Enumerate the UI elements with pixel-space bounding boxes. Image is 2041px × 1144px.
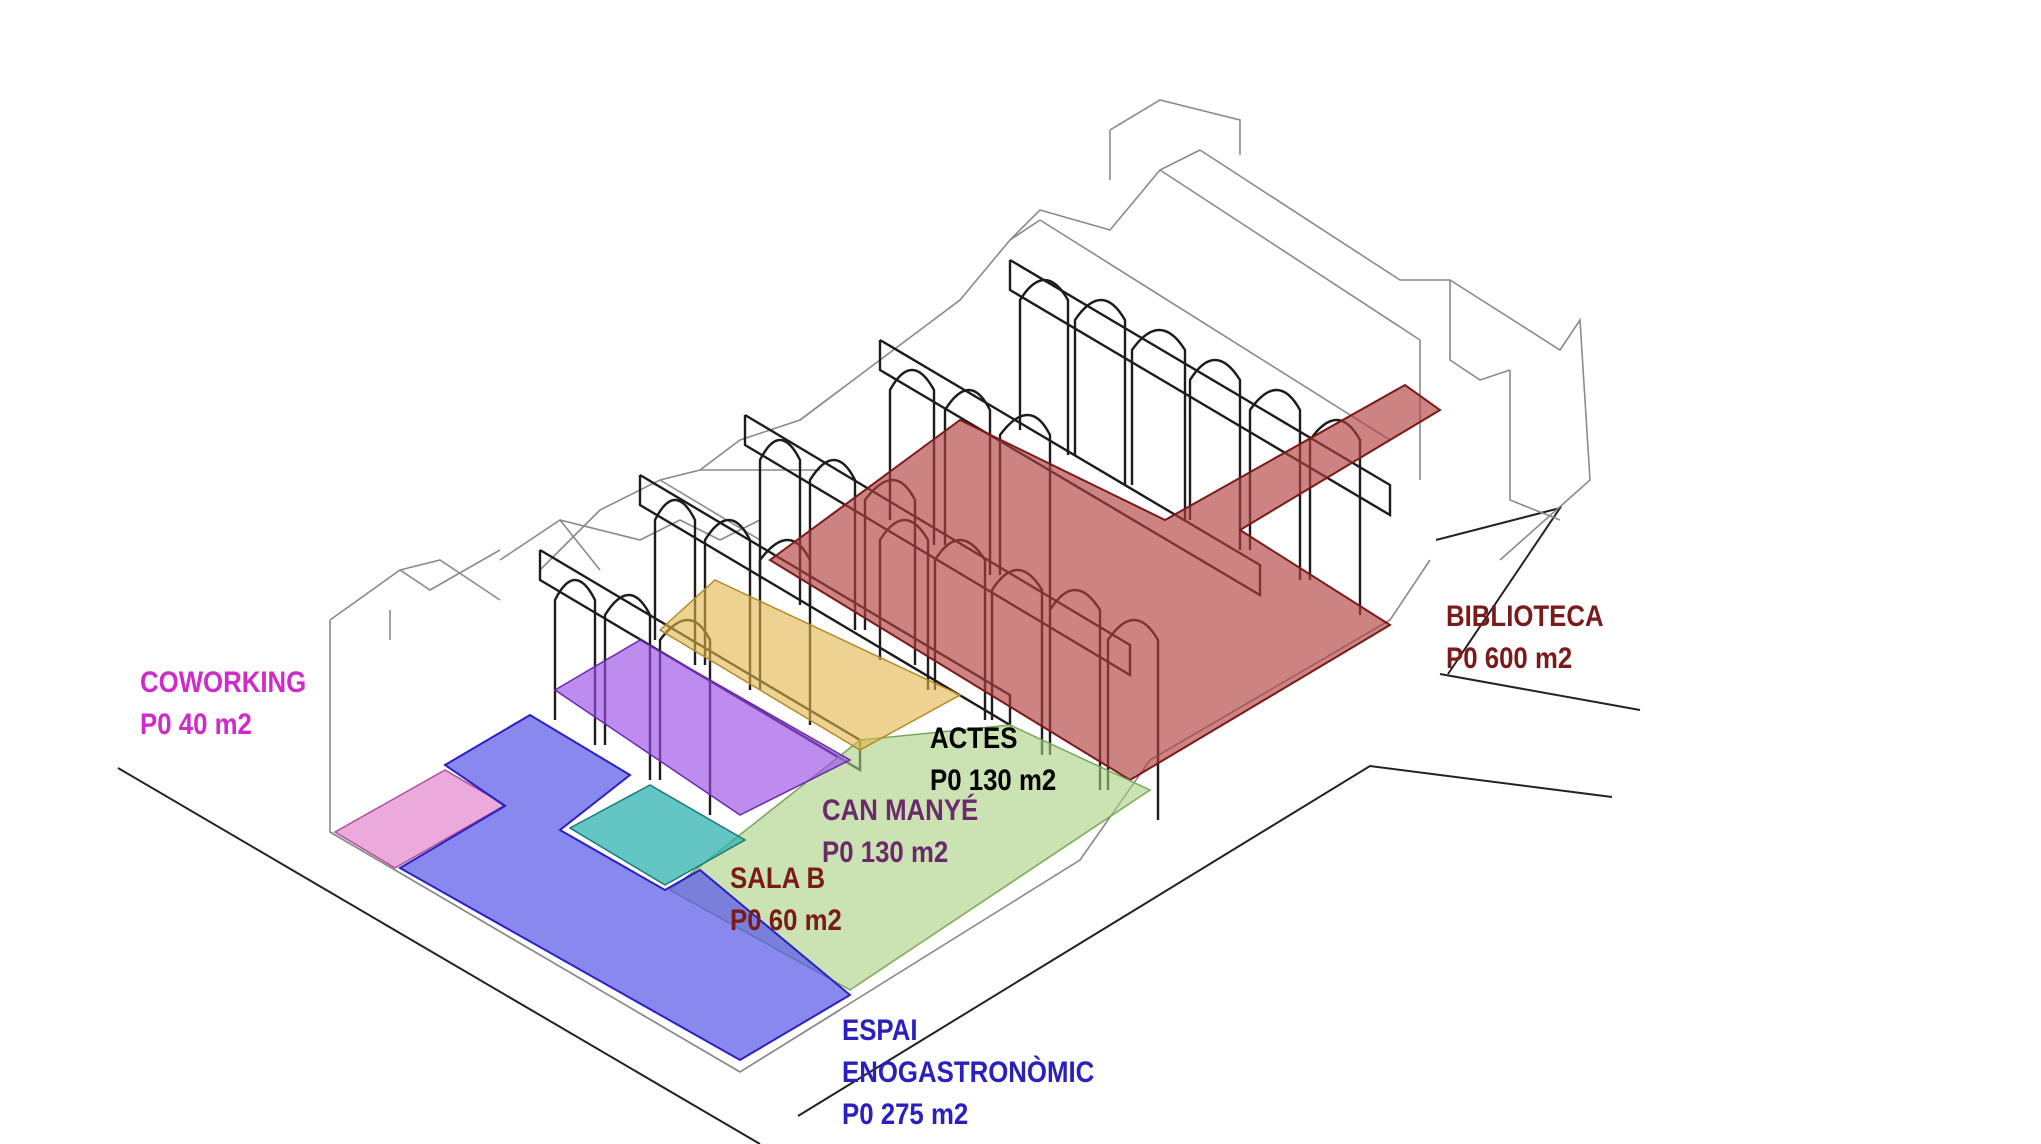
zone-name: COWORKING — [140, 666, 307, 699]
zone-name: BIBLIOTECA — [1446, 600, 1604, 633]
zone-area: P0 275 m2 — [842, 1098, 969, 1131]
building-shell — [329, 99, 1591, 1073]
zone-name: SALA B — [730, 862, 826, 895]
zone-area: P0 130 m2 — [930, 764, 1057, 797]
zones — [333, 383, 1442, 1062]
zone-name: ACTES — [930, 722, 1018, 755]
zone-biblioteca-fill — [768, 383, 1442, 782]
zone-area: P0 130 m2 — [822, 836, 949, 869]
site-lines — [117, 506, 1641, 1144]
zone-area: P0 40 m2 — [140, 708, 252, 741]
zone-name: ESPAI — [842, 1014, 918, 1047]
zone-name: CAN MANYÉ — [822, 794, 979, 827]
zone-name-2: ENOGASTRONÒMIC — [842, 1056, 1095, 1089]
label-actes: ACTES P0 130 m2 — [930, 718, 1056, 802]
label-biblioteca: BIBLIOTECA P0 600 m2 — [1446, 596, 1604, 680]
label-sala-b: SALA B P0 60 m2 — [730, 858, 842, 942]
zone-can-manye-fill — [658, 579, 962, 751]
label-coworking: COWORKING P0 40 m2 — [140, 662, 306, 746]
zone-espai-fill — [398, 713, 852, 1062]
zone-teal-fill — [568, 784, 747, 886]
zone-area: P0 60 m2 — [730, 904, 842, 937]
zone-area: P0 600 m2 — [1446, 642, 1573, 675]
label-espai: ESPAI ENOGASTRONÒMIC P0 275 m2 — [842, 1010, 1094, 1136]
zone-sala-b-fill — [553, 639, 852, 816]
label-can-manye: CAN MANYÉ P0 130 m2 — [822, 790, 978, 874]
